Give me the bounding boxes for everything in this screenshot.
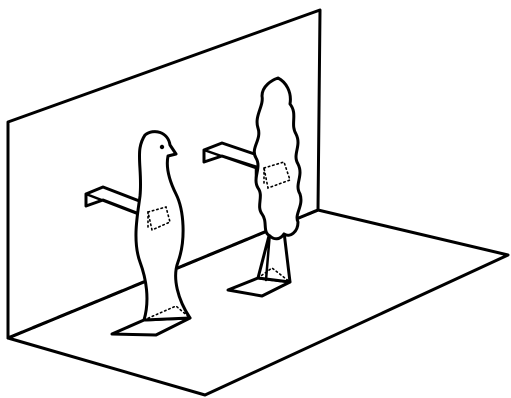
bird-eye [159,144,165,150]
tree-figure [252,76,303,241]
bird-stand [84,130,192,337]
tree-stand [202,76,303,298]
